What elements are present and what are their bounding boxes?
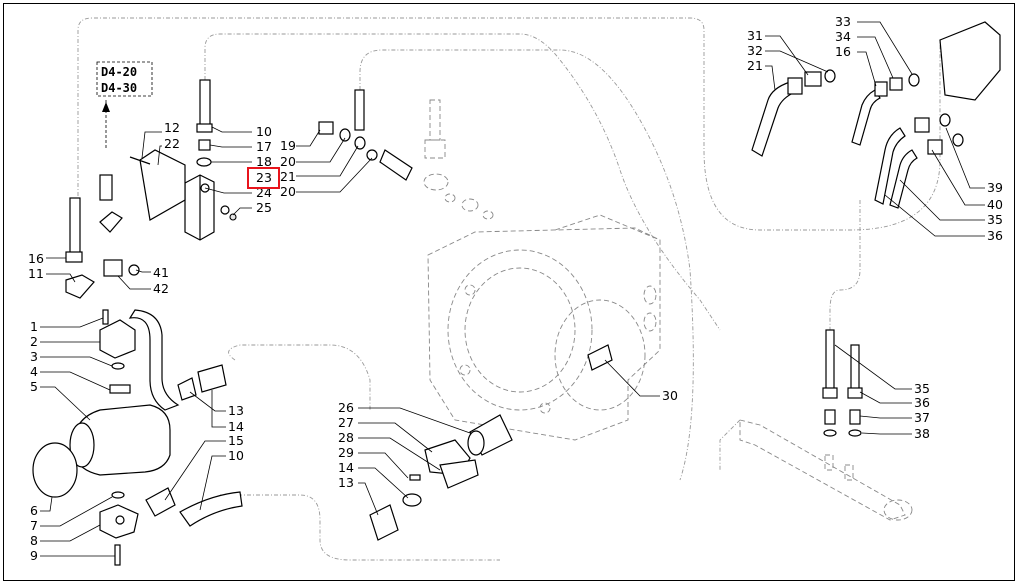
reference-box: D4-20 D4-30 <box>96 61 153 150</box>
callout-19: 19 <box>280 138 296 153</box>
callout-31: 31 <box>747 28 763 43</box>
callout-8: 8 <box>30 533 38 548</box>
callout-29: 29 <box>338 445 354 460</box>
callout-35: 35 <box>987 212 1003 227</box>
callout-20: 20 <box>280 154 296 169</box>
callout-14: 14 <box>228 419 244 434</box>
gear-housing <box>427 214 661 441</box>
valve-block-assembly <box>129 79 237 241</box>
callout-35-b: 35 <box>914 381 930 396</box>
callout-41: 41 <box>153 265 169 280</box>
callout-22: 22 <box>164 136 180 151</box>
callout-33: 33 <box>835 14 851 29</box>
callout-13: 13 <box>228 403 244 418</box>
callout-6: 6 <box>30 503 38 518</box>
highlight-box-23 <box>247 167 280 189</box>
ref-d4-20: D4-20 <box>101 65 137 79</box>
callout-16: 16 <box>28 251 44 266</box>
phantom-lines <box>77 17 941 561</box>
callout-42: 42 <box>153 281 169 296</box>
callout-13-b: 13 <box>338 475 354 490</box>
callout-7: 7 <box>30 518 38 533</box>
callout-28: 28 <box>338 430 354 445</box>
ref-d4-30: D4-30 <box>101 81 137 95</box>
callout-23: 23 <box>256 170 272 185</box>
pump-assembly <box>32 309 243 566</box>
callout-11: 11 <box>28 266 44 281</box>
callout-1: 1 <box>30 319 38 334</box>
callout-25: 25 <box>256 200 272 215</box>
callout-21: 21 <box>280 169 296 184</box>
callout-36: 36 <box>987 228 1003 243</box>
callout-38: 38 <box>914 426 930 441</box>
hose-assembly-right <box>751 21 1001 209</box>
fittings-top <box>318 89 494 220</box>
fittings-left <box>65 174 140 299</box>
leader-lines <box>40 21 985 557</box>
callout-21-b: 21 <box>747 58 763 73</box>
callout-27: 27 <box>338 415 354 430</box>
drawing-frame <box>3 3 1015 581</box>
callout-40: 40 <box>987 197 1003 212</box>
callout-3: 3 <box>30 349 38 364</box>
callout-37: 37 <box>914 410 930 425</box>
callout-5: 5 <box>30 379 38 394</box>
callout-26: 26 <box>338 400 354 415</box>
callout-32: 32 <box>747 43 763 58</box>
callout-4: 4 <box>30 364 38 379</box>
callout-18: 18 <box>256 154 272 169</box>
callout-34: 34 <box>835 29 851 44</box>
callout-39: 39 <box>987 180 1003 195</box>
filter-assembly <box>369 344 613 541</box>
callout-12: 12 <box>164 120 180 135</box>
callout-14-b: 14 <box>338 460 354 475</box>
callout-36-b: 36 <box>914 395 930 410</box>
callout-labels: 12 22 10 17 18 23 24 25 19 20 21 20 16 1… <box>28 14 1003 563</box>
callout-20-b: 20 <box>280 184 296 199</box>
callout-2: 2 <box>30 334 38 349</box>
cylinder-assembly <box>739 329 913 521</box>
callout-9: 9 <box>30 548 38 563</box>
callout-30: 30 <box>662 388 678 403</box>
callout-10: 10 <box>256 124 272 139</box>
callout-15: 15 <box>228 433 244 448</box>
callout-16-b: 16 <box>835 44 851 59</box>
callout-17: 17 <box>256 139 272 154</box>
callout-10-b: 10 <box>228 448 244 463</box>
